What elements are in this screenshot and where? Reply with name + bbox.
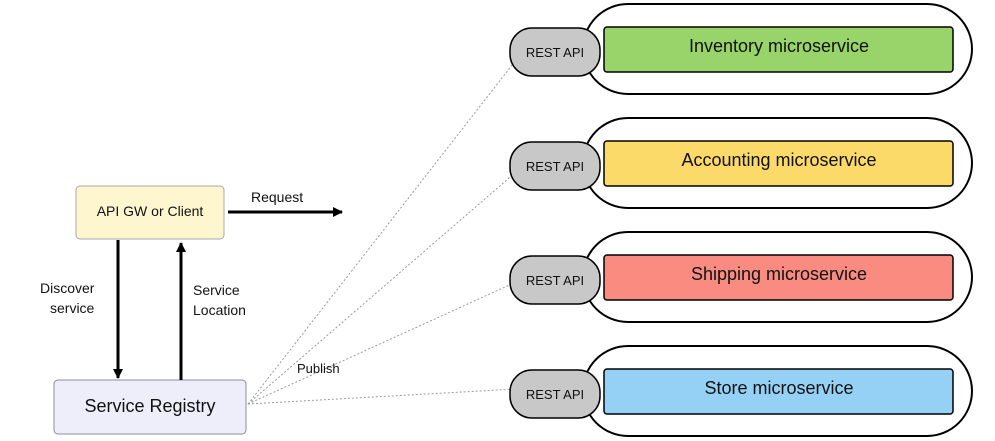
service-label: Store microservice <box>704 378 853 398</box>
service-box <box>603 140 954 187</box>
registry-box <box>53 379 247 435</box>
service-label: Inventory microservice <box>689 36 869 56</box>
publish-label: Publish <box>297 361 340 376</box>
rest-api-label: REST API <box>526 387 584 402</box>
service-row-shipping: Shipping microservice REST API <box>509 231 973 323</box>
service-row-accounting: Accounting microservice REST API <box>509 117 973 209</box>
request-label: Request <box>251 189 303 205</box>
rest-api-label: REST API <box>526 45 584 60</box>
registry-label: Service Registry <box>84 396 215 416</box>
publish-line-inventory <box>247 59 517 405</box>
client-node: API GW or Client <box>75 185 225 240</box>
rest-api-label: REST API <box>526 273 584 288</box>
publish-line-store <box>247 388 517 405</box>
service-row-inventory: Inventory microservice REST API <box>509 3 973 95</box>
discover-label-line2: service <box>50 300 95 316</box>
rest-api-label: REST API <box>526 159 584 174</box>
publish-line-accounting <box>247 171 517 405</box>
service-label: Shipping microservice <box>691 264 867 284</box>
location-label-line2: Location <box>193 302 246 318</box>
location-label-line1: Service <box>193 282 240 298</box>
service-label: Accounting microservice <box>681 150 876 170</box>
discover-label-line1: Discover <box>40 280 95 296</box>
publish-line-shipping <box>247 281 517 405</box>
service-box <box>603 26 954 73</box>
service-box <box>603 254 954 301</box>
discovery-arrows <box>113 207 343 380</box>
client-label: API GW or Client <box>97 203 204 219</box>
registry-node: Service Registry <box>53 379 247 435</box>
rest-api-box <box>509 369 601 419</box>
rest-api-box <box>509 255 601 305</box>
service-box <box>603 368 954 415</box>
service-row-store: Store microservice REST API <box>509 345 973 437</box>
edge-labels: Request Discover service Service Locatio… <box>40 189 340 376</box>
rest-api-box <box>509 141 601 191</box>
publish-connectors <box>247 59 517 405</box>
client-box <box>75 185 225 240</box>
rest-api-box <box>509 27 601 77</box>
